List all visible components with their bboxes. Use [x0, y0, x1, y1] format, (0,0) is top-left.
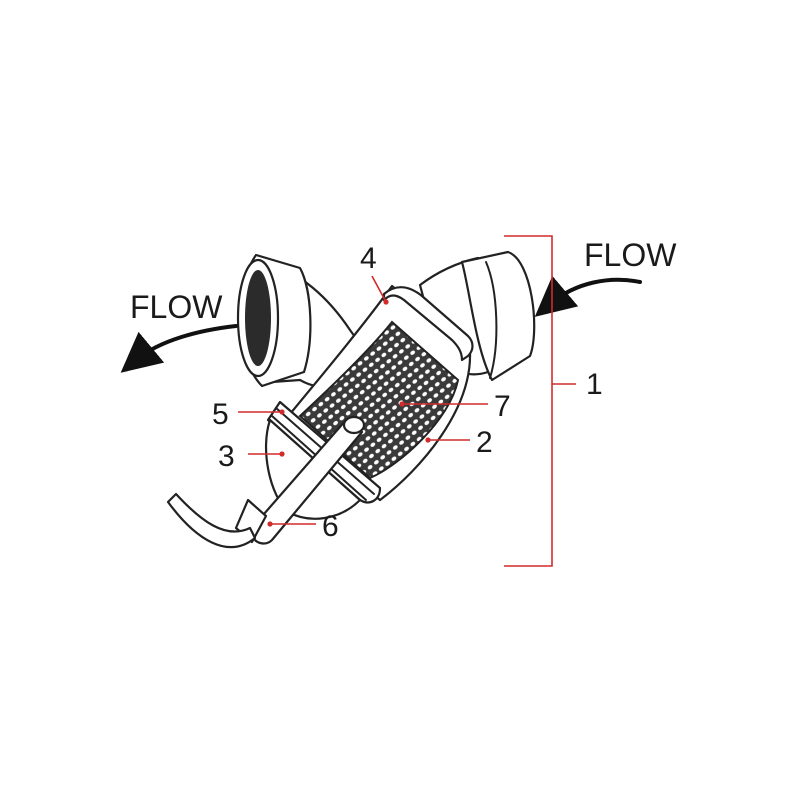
assembly-bracket [504, 235, 553, 567]
gasket-ring [382, 286, 474, 362]
callout-7: 7 [494, 390, 511, 423]
flow-in-label: FLOW [584, 237, 677, 273]
drain-handle [166, 415, 366, 549]
leader-lines [238, 275, 488, 527]
callout-5: 5 [212, 398, 229, 431]
callout-6: 6 [322, 510, 339, 543]
flow-out-arrow [120, 324, 238, 373]
callout-2: 2 [476, 426, 493, 459]
flow-out-label: FLOW [130, 289, 223, 325]
flow-in-arrow [534, 275, 642, 317]
callout-1: 1 [586, 368, 603, 401]
callout-3: 3 [218, 440, 235, 473]
callout-4: 4 [360, 242, 377, 275]
